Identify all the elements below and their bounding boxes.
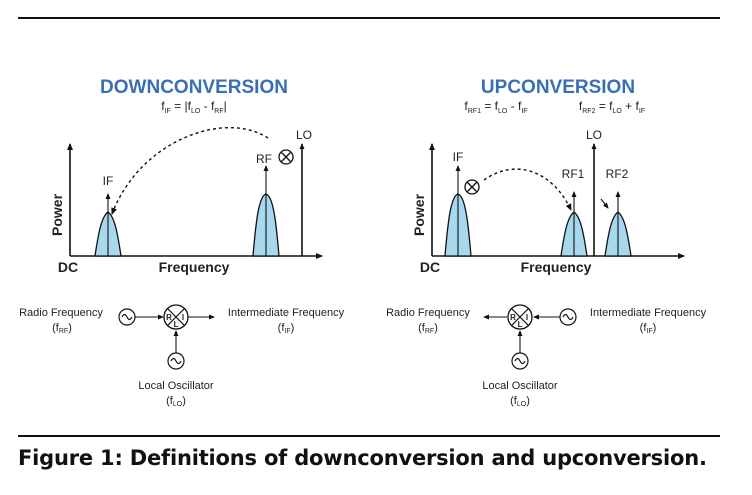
down-block-diagram: Radio Frequency (fRF) R I L Intermediate… <box>19 304 345 408</box>
up-if-source-icon <box>559 308 577 326</box>
down-if-label: IF <box>103 174 114 188</box>
down-rf-name: Radio Frequency <box>19 307 103 319</box>
figure-caption: Figure 1: Definitions of downconversion … <box>18 446 707 470</box>
up-y-label: Power <box>411 193 427 236</box>
up-x-label: Frequency <box>521 259 592 275</box>
up-block-diagram: Radio Frequency (fRF) R I L Intermediate… <box>386 304 707 408</box>
up-rf-symbol: (fRF) <box>418 322 438 335</box>
up-if-name: Intermediate Frequency <box>590 307 707 319</box>
down-lo-label: LO <box>296 128 312 142</box>
down-lo-name: Local Oscillator <box>138 380 214 392</box>
up-dc-label: DC <box>420 259 440 275</box>
up-mixer-icon: R I L <box>507 304 533 330</box>
down-mixer-symbol <box>278 149 294 165</box>
down-translation-arrow <box>111 127 269 215</box>
up-rf2-label: RF2 <box>606 167 629 181</box>
downconversion-formula: fIF = |fLO - fRF| <box>161 99 227 115</box>
up-lo-source-icon <box>511 352 529 370</box>
downconversion-panel: DOWNCONVERSION fIF = |fLO - fRF| Power F… <box>19 77 344 408</box>
up-mixer-symbol <box>464 179 480 195</box>
up-if-label: IF <box>453 150 464 164</box>
up-rf1-label: RF1 <box>562 167 585 181</box>
down-lo-source-icon <box>167 352 185 370</box>
up-rf-name: Radio Frequency <box>386 307 470 319</box>
downconversion-title: DOWNCONVERSION <box>100 77 288 98</box>
upconversion-formula-rf2: fRF2 = fLO + fIF <box>579 99 645 115</box>
down-dc-label: DC <box>58 259 78 275</box>
upconversion-panel: UPCONVERSION fRF1 = fLO - fIF fRF2 = fLO… <box>386 77 706 408</box>
up-rf2-pointer <box>600 198 609 209</box>
down-x-label: Frequency <box>159 259 230 275</box>
down-if-symbol: (fIF) <box>278 322 295 335</box>
down-y-label: Power <box>49 193 65 236</box>
down-port-r: R <box>166 313 172 322</box>
up-lo-name: Local Oscillator <box>482 380 558 392</box>
down-port-i: I <box>182 313 184 322</box>
down-rf-symbol: (fRF) <box>52 322 72 335</box>
down-rf-source-icon <box>118 308 136 326</box>
up-lo-symbol: (fLO) <box>510 395 530 408</box>
down-if-name: Intermediate Frequency <box>228 307 345 319</box>
up-port-i: I <box>526 313 528 322</box>
upconversion-title: UPCONVERSION <box>481 77 635 98</box>
down-mixer-icon: R I L <box>163 304 189 330</box>
down-lo-symbol: (fLO) <box>166 395 186 408</box>
up-lo-label: LO <box>586 128 602 142</box>
up-if-symbol: (fIF) <box>640 322 657 335</box>
down-rf-label: RF <box>256 152 272 166</box>
up-translation-arrow <box>483 168 572 211</box>
up-port-r: R <box>510 313 516 322</box>
down-port-l: L <box>174 320 179 329</box>
up-port-l: L <box>518 320 523 329</box>
upconversion-formula-rf1: fRF1 = fLO - fIF <box>464 99 527 115</box>
